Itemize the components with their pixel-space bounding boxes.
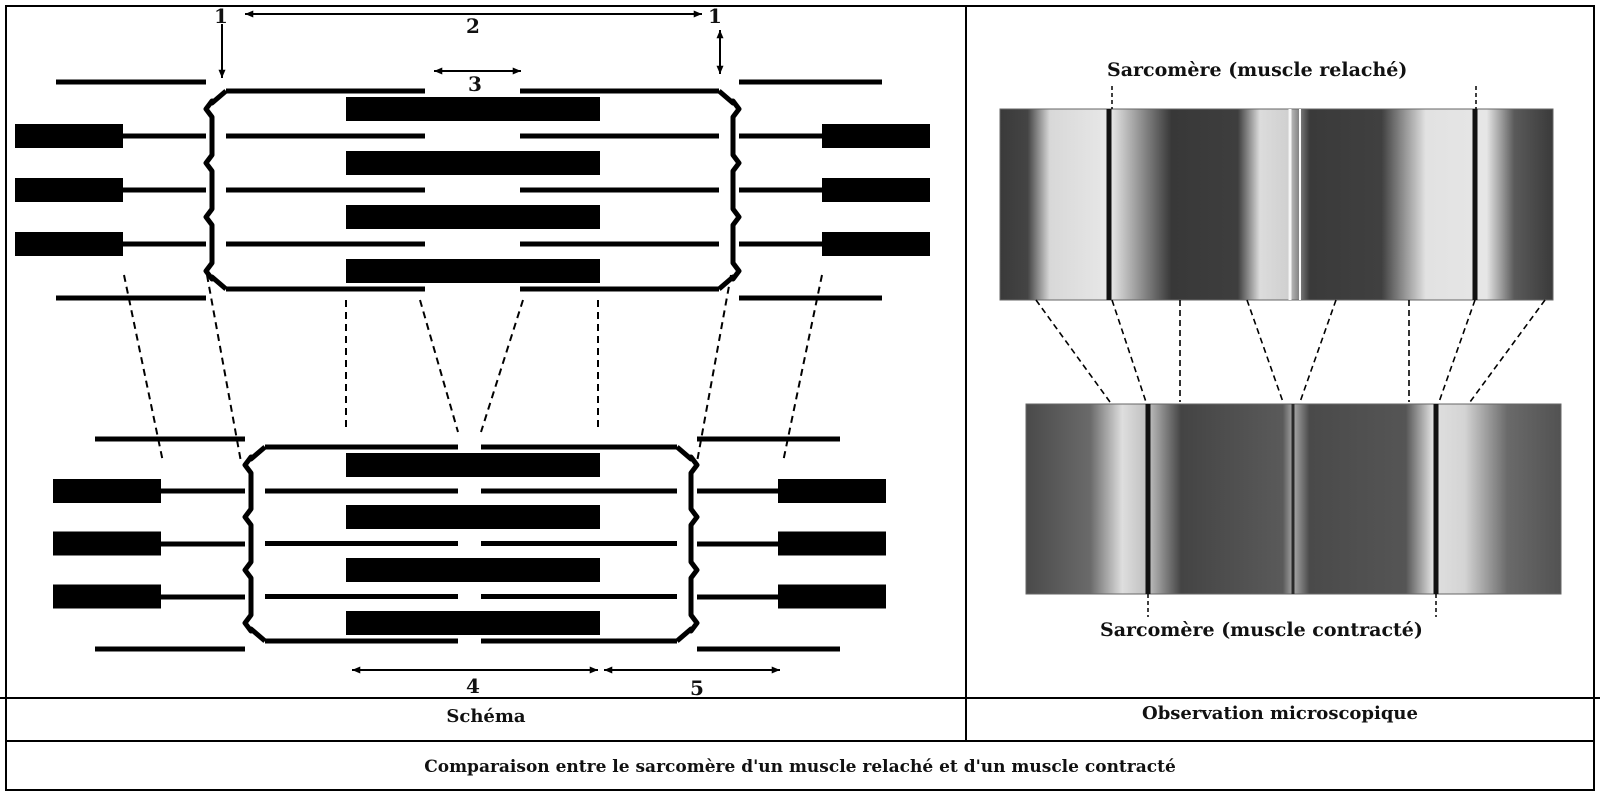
arrow-2-length-head: [245, 10, 254, 18]
arrow-1-right-head: [716, 65, 724, 74]
relaxed-thick-filament: [346, 97, 600, 121]
schema-connector-dashed: [419, 299, 459, 433]
label-sarcomere-contracted: Sarcomère (muscle contracté): [1100, 619, 1423, 641]
relaxed-thick-filament: [346, 205, 600, 229]
arrow-4-a-band-head: [352, 666, 361, 674]
relaxed-z-disc-right: [717, 89, 742, 291]
label-sarcomere-relaxed: Sarcomère (muscle relaché): [1107, 59, 1408, 81]
contracted-thick-filament: [346, 611, 600, 635]
micrograph-relaxed: [999, 86, 1554, 301]
label-4: 4: [466, 674, 480, 698]
relaxed-outer-thick-right: [822, 124, 930, 148]
contracted-outer-thick-right: [778, 479, 886, 503]
arrow-1-right-head: [716, 30, 724, 39]
schema-connector-dashed: [123, 274, 164, 463]
caption-schema: Schéma: [446, 706, 526, 727]
contracted-outer-thick-right: [778, 584, 886, 609]
relaxed-z-disc-left: [203, 89, 228, 291]
contracted-z-disc-left: [242, 445, 267, 643]
sarcomere-schema: [15, 10, 930, 674]
arrow-5-i-band-head: [604, 666, 613, 674]
label-1-left: 1: [214, 4, 228, 28]
footer-title: Comparaison entre le sarcomère d'un musc…: [424, 757, 1176, 777]
schema-connector-dashed: [782, 274, 823, 463]
table-border: [0, 5, 1600, 791]
contracted-outer-thick-left: [53, 531, 161, 556]
micrograph-contracted: [1025, 403, 1562, 617]
micrograph-connectors: [1035, 299, 1546, 403]
arrow-3-h-zone-head: [434, 67, 443, 75]
label-2: 2: [466, 14, 480, 38]
contracted-outer-thick-right: [778, 531, 886, 556]
arrow-3-h-zone-head: [512, 67, 521, 75]
caption-observation: Observation microscopique: [1142, 703, 1418, 724]
schema-connector-dashed: [480, 299, 524, 433]
contracted-z-disc-right: [675, 445, 700, 643]
relaxed-thick-filament: [346, 259, 600, 283]
relaxed-outer-thick-right: [822, 178, 930, 202]
relaxed-outer-thick-right: [822, 232, 930, 256]
relaxed-outer-thick-left: [15, 124, 123, 148]
arrow-5-i-band-head: [771, 666, 780, 674]
label-1-right: 1: [708, 4, 722, 28]
relaxed-outer-thick-left: [15, 178, 123, 202]
arrow-1-left-head: [218, 69, 226, 78]
arrow-4-a-band-head: [589, 666, 598, 674]
label-5: 5: [690, 676, 704, 700]
contracted-outer-thick-left: [53, 584, 161, 609]
relaxed-thick-filament: [346, 151, 600, 175]
contracted-thick-filament: [346, 558, 600, 582]
arrow-2-length-head: [693, 10, 702, 18]
relaxed-outer-thick-left: [15, 232, 123, 256]
contracted-thick-filament: [346, 453, 600, 477]
label-3: 3: [468, 72, 482, 96]
contracted-outer-thick-left: [53, 479, 161, 503]
schema-connector-dashed: [206, 274, 242, 463]
schema-connector-dashed: [696, 274, 732, 463]
contracted-thick-filament: [346, 505, 600, 529]
